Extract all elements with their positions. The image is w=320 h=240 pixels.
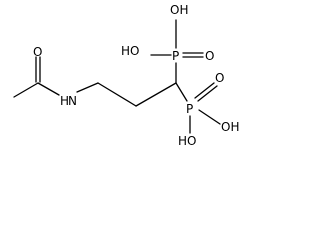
lower-phosphorus-to-right-hydroxyl-bond <box>198 109 221 125</box>
lower-hydroxyl-bottom-label: HO <box>178 134 196 148</box>
bonds <box>13 19 221 134</box>
upper-phosphorus-label: P <box>172 49 179 63</box>
lower-hydroxyl-right-label: OH <box>221 120 239 134</box>
amide-nitrogen-label: H <box>60 94 69 108</box>
methyl-to-carbonyl-bond <box>13 82 39 98</box>
upper-hydroxyl-left-label: HO <box>121 44 139 58</box>
lower-phosphoryl-double-bond-left <box>194 82 215 99</box>
central-carbon-to-lower-phosphorus-bond <box>175 82 188 102</box>
chemical-structure-diagram: O H N OH HO P O O P OH HO <box>13 3 239 148</box>
carbonyl-oxygen-label: O <box>33 45 42 59</box>
methylene-to-methylene-bond <box>97 82 137 107</box>
lower-phosphoryl-oxygen-label: O <box>215 71 224 85</box>
carbonyl-to-nitrogen-bond <box>37 82 60 96</box>
upper-phosphoryl-oxygen-label: O <box>205 49 214 63</box>
lower-phosphoryl-double-bond-right <box>197 85 218 102</box>
lower-phosphorus-label: P <box>186 102 193 116</box>
nitrogen-to-methylene-bond <box>76 82 99 93</box>
methylene-to-bisphosphonate-carbon-bond <box>135 82 177 107</box>
atom-labels: O H N OH HO P O O P OH HO <box>33 3 239 148</box>
amide-nitrogen-atom-label: N <box>68 94 77 108</box>
upper-hydroxyl-top-label: OH <box>170 3 188 17</box>
